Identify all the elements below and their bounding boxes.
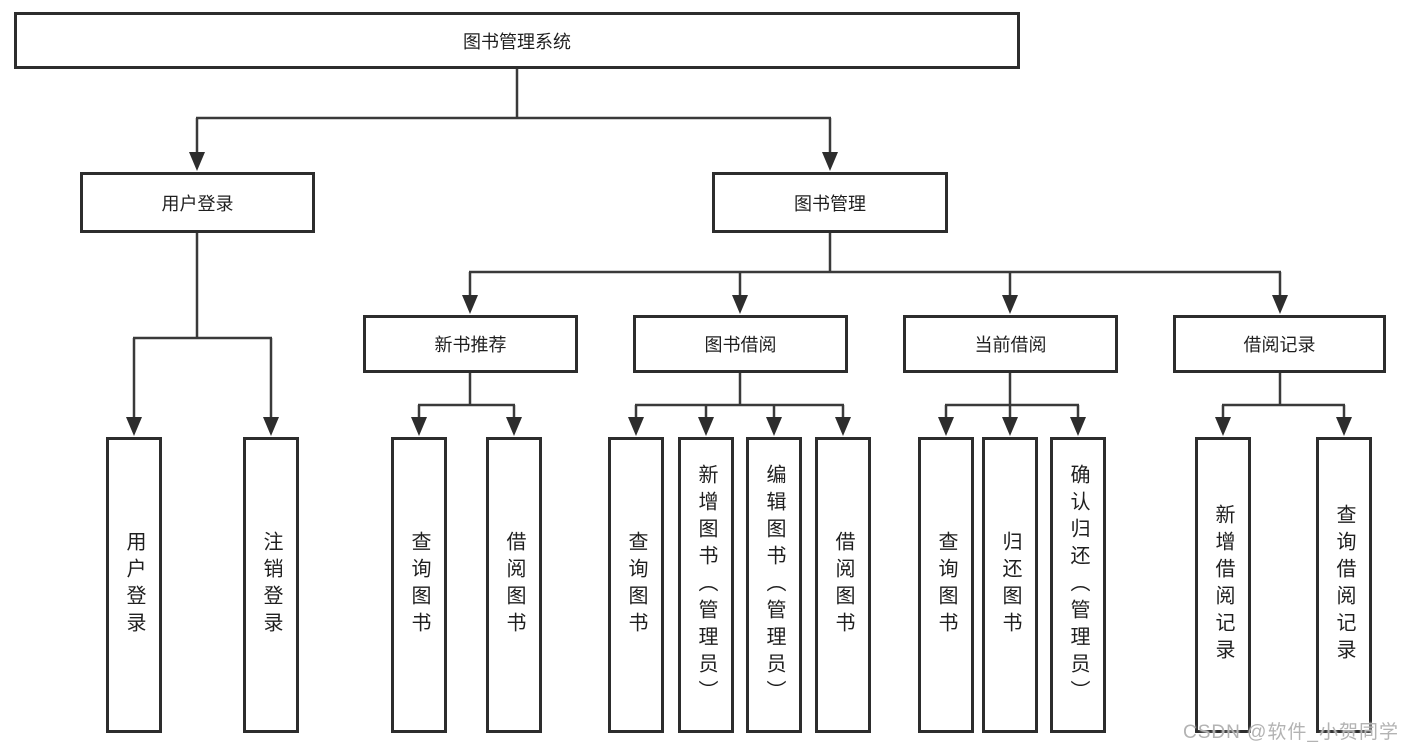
leaf-newbook-query-books: 查询图书: [391, 437, 447, 733]
watermark: CSDN @软件_小贺同学: [1183, 722, 1399, 743]
leaf-borrow-borrow-books: 借阅图书: [815, 437, 871, 733]
leaf-user-login: 用户登录: [106, 437, 162, 733]
node-new-book-recommend: 新书推荐: [363, 315, 578, 373]
node-book-borrow: 图书借阅: [633, 315, 848, 373]
node-label: 确认归还（管理员）: [1067, 463, 1089, 707]
leaf-current-return-books: 归还图书: [982, 437, 1038, 733]
node-book-management: 图书管理: [712, 172, 948, 233]
node-current-borrow: 当前借阅: [903, 315, 1118, 373]
leaf-borrow-edit-books-admin: 编辑图书（管理员）: [746, 437, 802, 733]
node-label: 新增图书（管理员）: [695, 463, 717, 707]
node-label: 查询图书: [625, 531, 647, 639]
node-label: 新书推荐: [434, 335, 507, 355]
leaf-logout: 注销登录: [243, 437, 299, 733]
node-label: 图书管理: [794, 193, 866, 214]
node-label: 图书借阅: [704, 335, 777, 355]
leaf-current-confirm-return-admin: 确认归还（管理员）: [1050, 437, 1106, 733]
node-label: 图书管理系统: [463, 31, 571, 52]
node-label: 查询图书: [935, 531, 957, 639]
node-user-login: 用户登录: [80, 172, 315, 233]
node-label: 借阅记录: [1243, 335, 1316, 355]
leaf-borrow-query-books: 查询图书: [608, 437, 664, 733]
node-label: 注销登录: [260, 531, 282, 639]
leaf-records-query-record: 查询借阅记录: [1316, 437, 1372, 733]
arrowheads: [126, 152, 1352, 436]
leaf-borrow-add-books-admin: 新增图书（管理员）: [678, 437, 734, 733]
node-label: 借阅图书: [503, 531, 525, 639]
node-label: 用户登录: [161, 193, 234, 214]
node-label: 当前借阅: [974, 335, 1047, 355]
node-root: 图书管理系统: [14, 12, 1020, 69]
node-label: 查询图书: [408, 531, 430, 639]
node-label: 用户登录: [123, 531, 145, 639]
node-label: 查询借阅记录: [1333, 504, 1355, 666]
node-label: 新增借阅记录: [1212, 504, 1234, 666]
leaf-current-query-books: 查询图书: [918, 437, 974, 733]
node-label: 借阅图书: [832, 531, 854, 639]
node-label: 编辑图书（管理员）: [763, 463, 785, 707]
leaf-records-add-record: 新增借阅记录: [1195, 437, 1251, 733]
leaf-newbook-borrow-books: 借阅图书: [486, 437, 542, 733]
node-borrow-records: 借阅记录: [1173, 315, 1386, 373]
node-label: 归还图书: [999, 531, 1021, 639]
